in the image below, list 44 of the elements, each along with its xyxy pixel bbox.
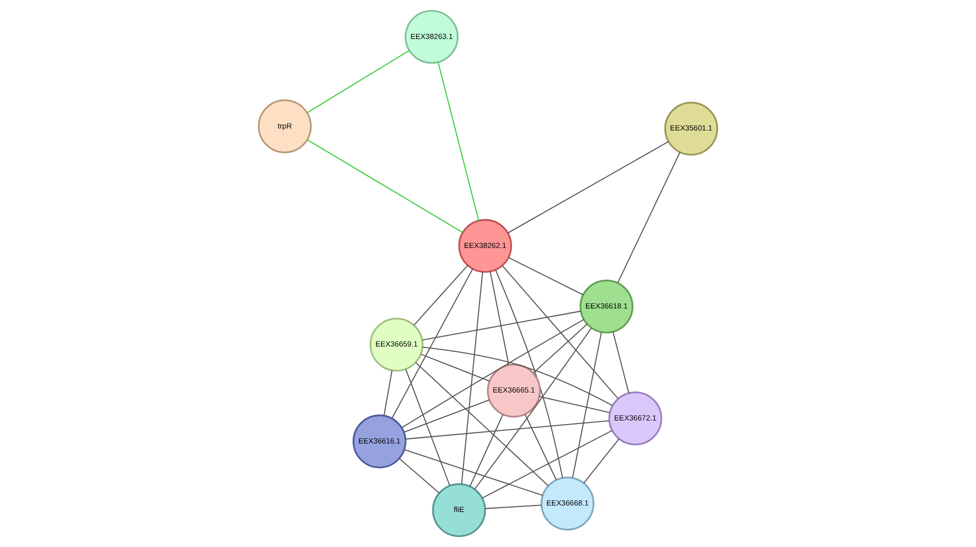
node-circle: EEX38262.1 [458, 218, 512, 273]
connector [572, 332, 602, 478]
connector [402, 319, 584, 428]
connector [414, 265, 468, 326]
connector [495, 270, 564, 478]
connector [404, 449, 543, 496]
connector [617, 152, 680, 284]
node-circle: EEX36668.1 [540, 476, 594, 530]
connector [470, 414, 504, 486]
connector [502, 265, 618, 399]
connector [306, 50, 410, 114]
connector [612, 332, 630, 394]
connector [485, 504, 542, 510]
connector [490, 272, 510, 366]
connector [422, 310, 581, 340]
connector [420, 354, 490, 382]
connector [482, 430, 612, 499]
node-circle: trpR [258, 99, 312, 154]
node-circle: EEX36616.1 [352, 414, 406, 468]
node-circle: EEX38263.1 [404, 10, 459, 64]
connector [422, 346, 613, 406]
connector [461, 272, 484, 484]
connector [415, 362, 549, 486]
connector [508, 257, 584, 296]
connector [508, 141, 669, 234]
node-circle: EEX36659.1 [370, 318, 424, 372]
node-circle: EEX36672.1 [608, 392, 662, 446]
connector [438, 62, 480, 221]
connector [404, 399, 490, 433]
node-circle: EEX36665.1 [486, 364, 541, 418]
connector [474, 328, 592, 490]
connector [539, 396, 610, 414]
connector [384, 370, 392, 416]
connector [392, 268, 474, 418]
connector [306, 139, 463, 233]
connector [583, 438, 620, 484]
connector [524, 414, 557, 480]
connector [405, 368, 450, 486]
connector [532, 324, 588, 374]
connector [399, 458, 440, 494]
connector [405, 420, 610, 440]
node-circle: EEX35601.1 [664, 102, 718, 156]
node-circle: fliE [432, 483, 486, 538]
node-circle: EEX36618.1 [580, 280, 634, 334]
